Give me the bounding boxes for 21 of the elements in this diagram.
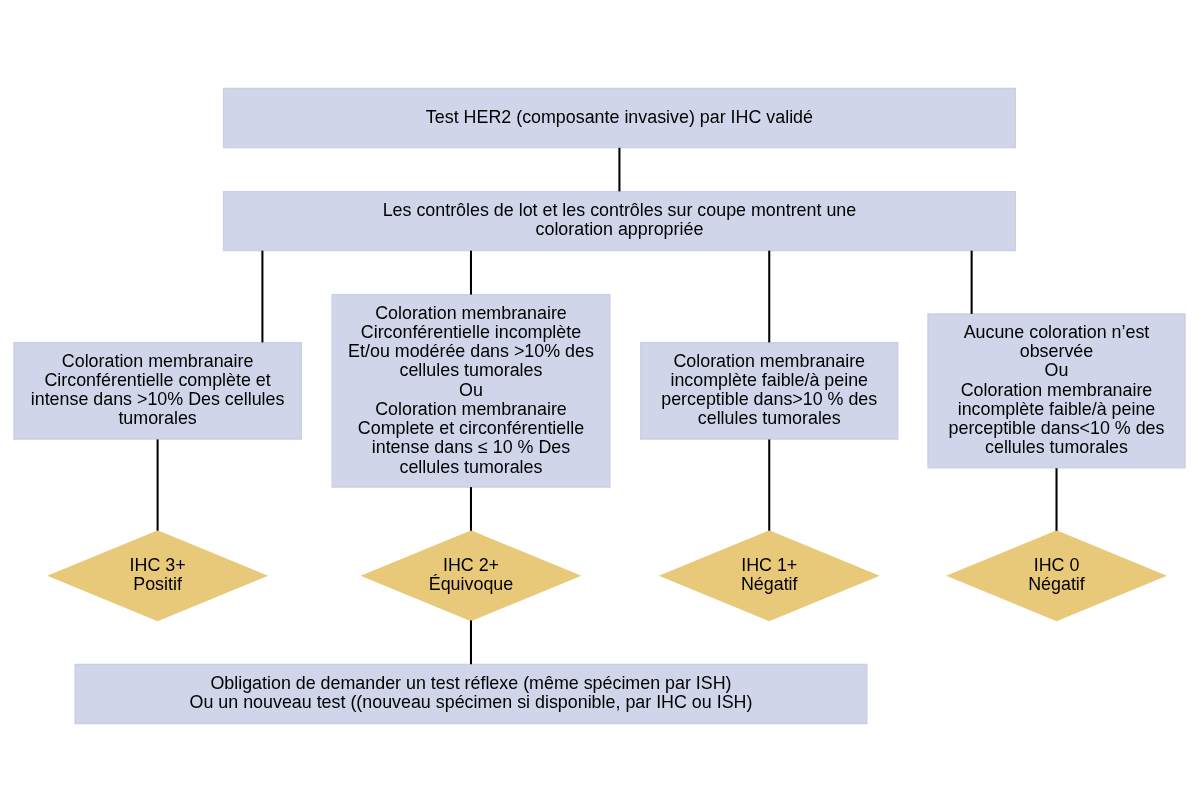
connector bbox=[469, 487, 472, 531]
node-box: Test HER2 (composante invasive) par IHC validé bbox=[222, 87, 1016, 149]
connector bbox=[970, 250, 973, 314]
node-box: Coloration membranaire Circonférentielle incomplète Et/ou modérée dans >10% des cellules tumorales Ou Coloration membranaire Complete et circonférentielle intense dans ≤ 10 % Des cellules tumorales bbox=[331, 294, 611, 488]
connector bbox=[768, 250, 771, 343]
connector bbox=[1055, 468, 1058, 531]
connector bbox=[469, 620, 472, 665]
node-diamond: IHC 2+ Équivoque bbox=[360, 530, 582, 622]
connector bbox=[261, 250, 264, 343]
node-box: Coloration membranaire Circonférentielle complète et intense dans >10% Des cellules tumorales bbox=[13, 342, 302, 440]
node-box: Obligation de demander un test réflexe (même spécimen par ISH) Ou un nouveau test ((nouveau spécimen si disponible, par IHC ou ISH) bbox=[74, 663, 868, 725]
node-diamond: IHC 0 Négatif bbox=[946, 530, 1167, 622]
node-diamond: IHC 1+ Négatif bbox=[658, 530, 880, 622]
node-diamond: IHC 3+ Positif bbox=[47, 530, 268, 622]
connector bbox=[156, 439, 159, 531]
node-box: Les contrôles de lot et les contrôles sur coupe montrent une coloration appropriée bbox=[222, 190, 1016, 252]
connector bbox=[469, 250, 472, 295]
node-box: Coloration membranaire incomplète faible/à peine perceptible dans>10 % des cellules tumorales bbox=[640, 342, 899, 440]
node-box: Aucune coloration n’est observée Ou Coloration membranaire incomplète faible/à peine perceptible dans<10 % des cellules tumorales bbox=[927, 313, 1186, 469]
connector bbox=[768, 439, 771, 531]
connector bbox=[618, 147, 621, 192]
